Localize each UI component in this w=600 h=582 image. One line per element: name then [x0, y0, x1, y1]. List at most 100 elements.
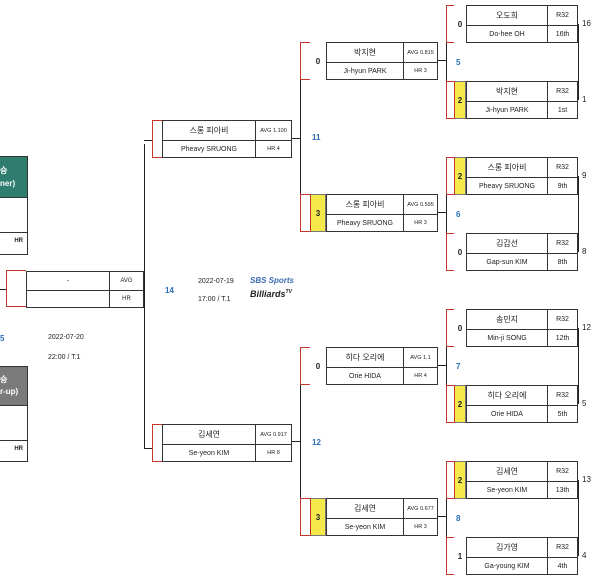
r16-connector-a: [446, 24, 447, 100]
r16-0-name-ko: 오도희: [495, 11, 519, 20]
r16-2-bracket-h2: [446, 194, 454, 195]
semi-bot-match-no: 12: [312, 438, 321, 447]
r16-connector-a-stub: [438, 60, 446, 61]
r16-2-bracket-v: [446, 157, 447, 195]
qf0-match-no: 5: [456, 58, 461, 67]
qf2-avg: AVG 1.1: [403, 348, 437, 367]
r16-4-bracket-h2: [446, 346, 454, 347]
r16-6-name-ko: 김세연: [495, 467, 519, 476]
r16-7-row1: 김가영 R32: [467, 538, 577, 558]
r16-pair-2-right-v: [578, 328, 579, 404]
qf2-match-no: 7: [456, 362, 461, 371]
r16-7-name-ko: 김가영: [495, 543, 519, 552]
r16-6-round: R32: [547, 462, 577, 481]
r16-7-bracket-h1: [446, 537, 454, 538]
r16-5-row1: 히다 오리에 R32: [467, 386, 577, 406]
qf3-card: 김세연 AVG 0.677 Se-yeon KIM HR 3: [326, 498, 438, 536]
qf0-bracket-v: [300, 42, 301, 80]
runner-label-line2: r-up): [0, 387, 19, 396]
r16-4-bracket-h1: [446, 309, 454, 310]
r16-7-bracket-h2: [446, 574, 454, 575]
semi-top-avg: AVG 1.100: [255, 121, 291, 140]
semi-top-row1: 스롱 피아비 AVG 1.100: [163, 121, 291, 141]
r16-connector-b: [446, 176, 447, 252]
r16-3-rank: 8th: [547, 253, 577, 271]
qf1-row1: 스롱 피아비 AVG 0.595: [327, 195, 437, 215]
r16-0-card: 오도희 R32 Do-hee OH 16th: [466, 5, 578, 43]
r16-0-round: R32: [547, 6, 577, 25]
final-connector-top: [6, 270, 26, 271]
qf3-bracket-v: [300, 498, 301, 536]
qf2-name-en: Orie HIDA: [349, 372, 381, 380]
r16-5-name-ko: 히다 오리에: [487, 391, 527, 400]
qf0-name-en: Ji-hyun PARK: [343, 67, 387, 75]
r16-5-score: 2: [454, 385, 466, 423]
logo-bottom: Billiards: [250, 289, 286, 299]
r16-0-bracket-h2: [446, 42, 454, 43]
r16-5-bracket-h2: [446, 422, 454, 423]
qf1-bracket-h1: [300, 194, 310, 195]
qf3-avg: AVG 0.677: [403, 499, 437, 518]
semi-top-bracket-v: [152, 120, 153, 158]
r16-3-seed: 8: [582, 247, 587, 256]
r16-2-card: 스롱 피아비 R32 Pheavy SRUONG 9th: [466, 157, 578, 195]
r16-6-bracket-h1: [446, 461, 454, 462]
r16-7-bracket-v: [446, 537, 447, 575]
final-card-row-name: - AVG: [27, 272, 143, 291]
r16-2-rank: 9th: [547, 177, 577, 195]
qf1-bracket-v: [300, 194, 301, 232]
r16-4-bracket-v: [446, 309, 447, 347]
semi-bot-avg: AVG 0.917: [255, 425, 291, 444]
final-card-row-sub: HR: [27, 290, 143, 308]
r16-0-rank: 16th: [547, 25, 577, 43]
runner-hr-label: HR: [14, 446, 23, 452]
r16-4-name-en: Min-ji SONG: [487, 334, 527, 342]
qf0-bracket-h2: [300, 79, 310, 80]
final-card-sub: [27, 290, 109, 308]
r16-3-name-en: Gap-sun KIM: [486, 258, 528, 266]
qf-top-connector: [300, 62, 301, 212]
r16-0-name-en: Do-hee OH: [489, 30, 525, 38]
r16-0-bracket-v: [446, 5, 447, 43]
r16-7-row2: Ga-young KIM 4th: [467, 557, 577, 575]
r16-3-card: 김갑선 R32 Gap-sun KIM 8th: [466, 233, 578, 271]
r16-1-name-ko: 박지현: [495, 87, 519, 96]
logo-top: SBS Sports: [250, 276, 295, 285]
r16-4-rank: 12th: [547, 329, 577, 347]
winner-body-divider: [0, 232, 27, 233]
r16-2-name-en: Pheavy SRUONG: [478, 182, 536, 190]
qf0-name-ko: 박지현: [353, 48, 377, 57]
r16-connector-c-stub: [438, 365, 446, 366]
qf0-bracket-h1: [300, 42, 310, 43]
semi-bot-bracket-v: [152, 424, 153, 462]
final-connector-vert: [6, 270, 7, 307]
r16-1-row1: 박지현 R32: [467, 82, 577, 102]
r16-4-name-ko: 송민지: [495, 315, 519, 324]
r16-7-rank: 4th: [547, 557, 577, 575]
final-connector-bottom: [6, 306, 26, 307]
qf1-score: 3: [310, 194, 326, 232]
semi-bot-row2: Se-yeon KIM HR 8: [163, 444, 291, 462]
qf0-row2: Ji-hyun PARK HR 3: [327, 62, 437, 80]
runner-label-line1: 승: [0, 375, 8, 384]
qf1-row2: Pheavy SRUONG HR 3: [327, 214, 437, 232]
r16-1-rank: 1st: [547, 101, 577, 119]
semi-top-name-ko: 스롱 피아비: [189, 126, 229, 135]
r16-7-round: R32: [547, 538, 577, 557]
qf0-card: 박지현 AVG 0.815 Ji-hyun PARK HR 3: [326, 42, 438, 80]
r16-pair-3-right-v: [578, 480, 579, 556]
final-card-avg: AVG: [109, 272, 143, 290]
semi-top-row2: Pheavy SRUONG HR 4: [163, 140, 291, 158]
r16-2-bracket-h1: [446, 157, 454, 158]
qf2-row1: 히다 오리에 AVG 1.1: [327, 348, 437, 368]
r16-5-bracket-v: [446, 385, 447, 423]
semi-bot-name-en: Se-yeon KIM: [188, 449, 230, 457]
semi-bot-stub: [144, 448, 152, 449]
qf1-name-en: Pheavy SRUONG: [336, 219, 394, 227]
semi-top-match-no: 11: [312, 133, 321, 142]
qf2-score: 0: [315, 361, 321, 371]
r16-3-row1: 김갑선 R32: [467, 234, 577, 254]
logo-tv: TV: [285, 289, 292, 295]
qf2-card: 히다 오리에 AVG 1.1 Orie HIDA HR 4: [326, 347, 438, 385]
winner-header: 승 ner): [0, 156, 28, 198]
